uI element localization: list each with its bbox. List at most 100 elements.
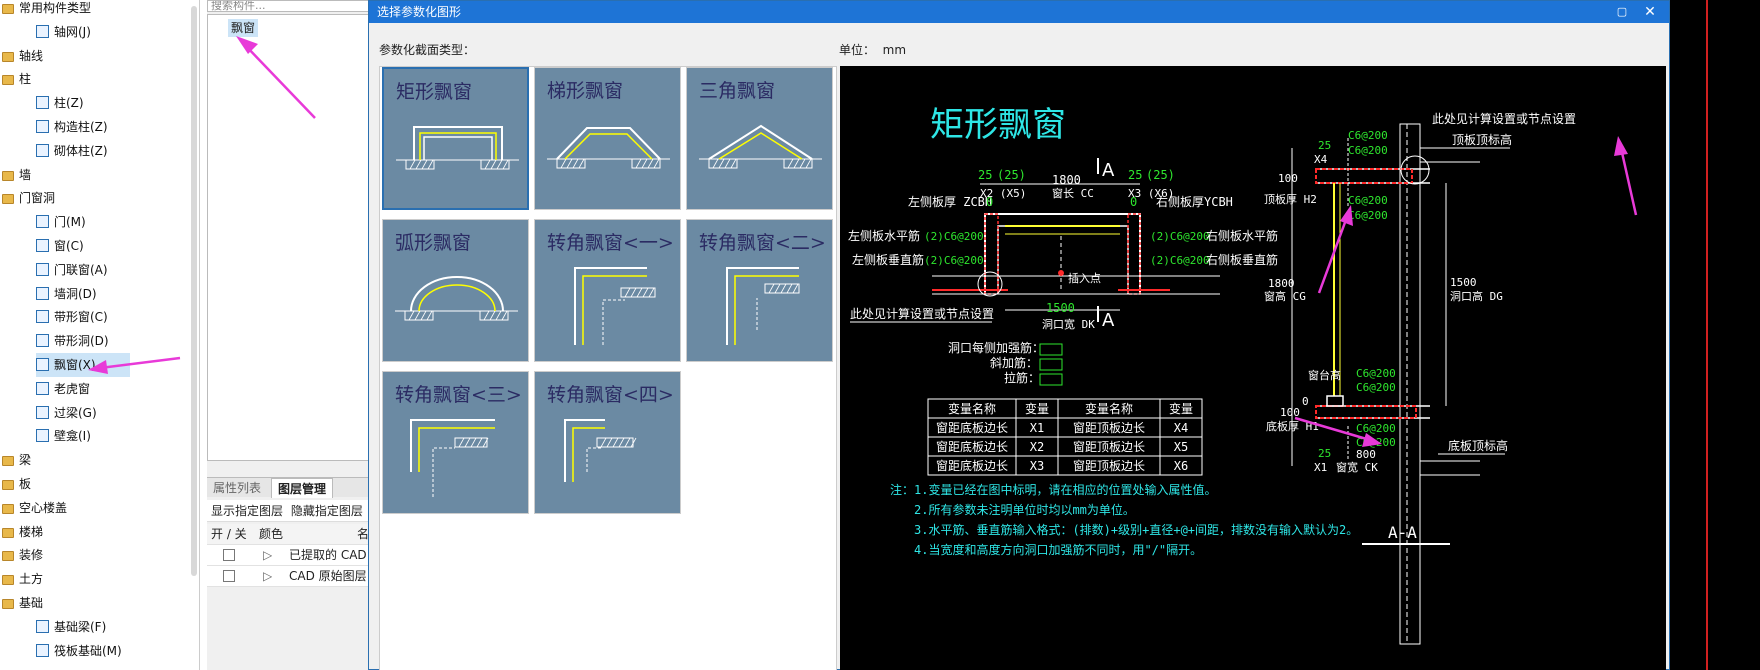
- shape-preview-icon: [396, 126, 519, 170]
- tree-category[interactable]: 柱: [2, 67, 31, 91]
- dim-label: 0: [1302, 395, 1309, 408]
- show-layer-button[interactable]: 显示指定图层: [211, 504, 284, 518]
- tree-item-label: 壁龛(I): [54, 429, 91, 444]
- tree-category[interactable]: 板: [2, 472, 31, 496]
- layer-checkbox[interactable]: [223, 566, 235, 587]
- section-label: 窗台高: [1308, 368, 1341, 382]
- tree-item-label: 柱(Z): [54, 96, 84, 111]
- component-icon: [36, 24, 49, 38]
- layer-checkbox[interactable]: [223, 545, 235, 566]
- shape-option[interactable]: 矩形飘窗: [382, 67, 529, 210]
- section-label: 底板厚 H1: [1266, 419, 1319, 433]
- unit-value: mm: [882, 43, 907, 57]
- search-input[interactable]: 搜索构件...: [207, 0, 371, 12]
- tree-item[interactable]: 窗(C): [36, 234, 84, 258]
- tree-item-label: 梁: [19, 453, 32, 468]
- maximize-icon[interactable]: ▢: [1616, 5, 1628, 18]
- layer-table-header: 开 / 关 颜色 名: [207, 524, 371, 545]
- tree-item[interactable]: 门(M): [36, 210, 86, 234]
- layer-row[interactable]: ▷ CAD 原始图层: [207, 566, 371, 587]
- tree-item[interactable]: 老虎窗: [36, 377, 90, 401]
- tree-item[interactable]: 飘窗(X): [36, 353, 130, 377]
- tab-layers[interactable]: 图层管理: [271, 478, 334, 498]
- tree-category[interactable]: 空心楼盖: [2, 496, 67, 520]
- rebar-label: C6@200: [1348, 194, 1388, 207]
- expand-icon[interactable]: ▷: [263, 569, 273, 583]
- shape-option[interactable]: 三角飘窗: [686, 67, 833, 210]
- tree-item[interactable]: 壁龛(I): [36, 424, 91, 448]
- note-line: 2.所有参数未注明单位时均以mm为单位。: [914, 502, 1135, 517]
- tree-item-label: 老虎窗: [54, 381, 91, 396]
- tree-item[interactable]: 轴网(J): [36, 20, 91, 44]
- tree-item-label: 土方: [19, 572, 44, 587]
- component-icon: [36, 143, 49, 157]
- tree-item[interactable]: 墙洞(D): [36, 282, 97, 306]
- shape-option[interactable]: 转角飘窗<四>: [534, 371, 681, 514]
- tree-category[interactable]: 土方: [2, 567, 43, 591]
- shape-gallery: 矩形飘窗 梯形飘窗 三角飘窗 弧形飘窗 转角飘窗<一> 转角飘窗<二> 转角飘窗<三>…: [379, 66, 837, 670]
- table-cell: X3: [1030, 459, 1044, 473]
- table-cell: 窗距顶板边长: [1073, 440, 1145, 454]
- shape-option-label: 转角飘窗<一>: [547, 232, 674, 254]
- tree-item-label: 飘窗(X): [54, 358, 96, 372]
- expand-icon[interactable]: ▷: [263, 548, 273, 562]
- folder-icon: [2, 527, 14, 538]
- search-result-item[interactable]: 飘窗: [228, 19, 259, 37]
- search-column: 搜索构件... 飘窗 属性列表 图层管理 显示指定图层 隐藏指定图层 开 / 关…: [207, 0, 371, 670]
- dim-label: 1500: [1046, 301, 1075, 315]
- tree-item[interactable]: 砌体柱(Z): [36, 139, 108, 163]
- tree-item[interactable]: 带形窗(C): [36, 305, 108, 329]
- shape-option[interactable]: 弧形飘窗: [382, 219, 529, 362]
- tree-scrollbar[interactable]: [191, 6, 197, 576]
- tree-category[interactable]: 楼梯: [2, 520, 43, 544]
- shape-option[interactable]: 转角飘窗<三>: [382, 371, 529, 514]
- dim-label: 25: [978, 168, 992, 182]
- tree-item[interactable]: 基础梁(F): [36, 615, 106, 639]
- tree-category[interactable]: 常用构件类型: [2, 0, 91, 20]
- tree-category[interactable]: 装修: [2, 543, 43, 567]
- tree-item[interactable]: 门联窗(A): [36, 258, 108, 282]
- plan-note: 此处见计算设置或节点设置: [850, 306, 994, 321]
- tree-category[interactable]: 门窗洞: [2, 186, 55, 210]
- tree-item[interactable]: 柱(Z): [36, 91, 84, 115]
- section-label: 窗宽 CK: [1336, 460, 1378, 474]
- dim-label: X4: [1314, 153, 1328, 166]
- tree-item[interactable]: 筏板基础(M): [36, 639, 122, 663]
- rebar-label: (2)C6@200: [1150, 254, 1210, 267]
- hide-layer-button[interactable]: 隐藏指定图层: [290, 504, 363, 518]
- table-cell: X5: [1174, 440, 1188, 454]
- plan-label: 右侧板水平筋: [1206, 228, 1278, 243]
- layer-table: 开 / 关 颜色 名 ▷ 已提取的 CAD ▷ CAD 原始图层: [207, 524, 371, 587]
- tab-attributes[interactable]: 属性列表: [213, 481, 262, 495]
- tree-item-label: 筏板基础(M): [54, 643, 122, 658]
- shape-option[interactable]: 转角飘窗<二>: [686, 219, 833, 362]
- shape-option[interactable]: 转角飘窗<一>: [534, 219, 681, 362]
- dim-label: 1800: [1268, 277, 1295, 290]
- note-line: 3.水平筋、垂直筋输入格式：(排数)+级别+直径+@+间距，排数没有输入默认为2…: [914, 522, 1358, 537]
- layer-row[interactable]: ▷ 已提取的 CAD: [207, 545, 371, 566]
- folder-icon: [2, 4, 14, 14]
- tree-category[interactable]: 轴线: [2, 44, 43, 68]
- dialog-title-bar: 选择参数化图形 ▢ ✕: [369, 1, 1669, 23]
- shape-option-label: 弧形飘窗: [395, 232, 472, 254]
- section-mark: A: [1102, 160, 1115, 181]
- component-icon: [36, 310, 49, 324]
- shape-option[interactable]: 梯形飘窗: [534, 67, 681, 210]
- table-cell: X1: [1030, 421, 1044, 435]
- tree-category[interactable]: 梁: [2, 448, 31, 472]
- table-cell: 窗距底板边长: [936, 439, 1008, 454]
- tree-category[interactable]: 基础: [2, 591, 43, 615]
- shape-preview-icon: [726, 267, 800, 345]
- tree-item[interactable]: 构造柱(Z): [36, 115, 108, 139]
- layer-name: 已提取的 CAD: [289, 548, 367, 562]
- tree-category[interactable]: 墙: [2, 163, 31, 187]
- tree-item[interactable]: 带形洞(D): [36, 329, 109, 353]
- close-icon[interactable]: ✕: [1644, 4, 1656, 20]
- table-cell: 窗距顶板边长: [1073, 421, 1145, 435]
- layer-toolbar: 显示指定图层 隐藏指定图层: [207, 500, 371, 522]
- tree-item[interactable]: 过梁(G): [36, 401, 97, 425]
- folder-icon: [2, 170, 14, 181]
- shape-option-label: 转角飘窗<三>: [395, 384, 522, 406]
- table-header: 变量名称: [948, 401, 996, 416]
